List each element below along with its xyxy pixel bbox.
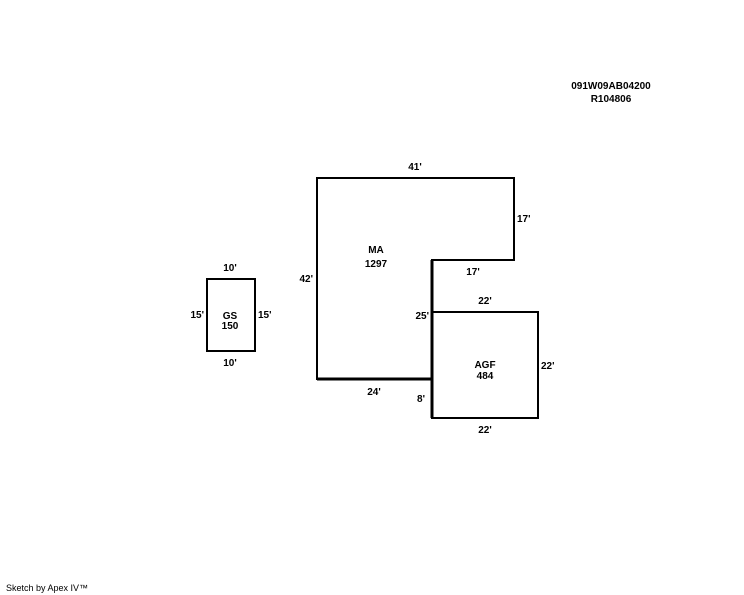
account-id: R104806 — [590, 94, 632, 105]
sketch-credit: Sketch by Apex IV™ — [6, 583, 89, 593]
agf-sqft-label: 484 — [477, 371, 494, 382]
dim-gs-top: 10' — [223, 263, 237, 274]
dim-agf-bottom: 22' — [478, 425, 492, 436]
dim-gs-right: 15' — [258, 310, 272, 321]
ma-code-label: MA — [368, 245, 384, 256]
dim-gs-left: 15' — [190, 310, 204, 321]
dim-ma-right-upper: 17' — [517, 214, 531, 225]
agf-code-label: AGF — [474, 360, 495, 371]
dim-gs-bottom: 10' — [223, 358, 237, 369]
ma-outline — [316, 177, 515, 380]
gs-sqft-label: 150 — [222, 321, 239, 332]
agf-outline — [431, 311, 539, 419]
ma-sqft-label: 1297 — [365, 259, 388, 270]
dim-agf-right: 22' — [541, 361, 555, 372]
dim-ma-left: 42' — [299, 274, 313, 285]
dim-ma-step-horizontal: 17' — [466, 267, 480, 278]
gs-code-label: GS — [223, 311, 238, 322]
dim-ma-inner-vertical: 25' — [415, 311, 429, 322]
dim-ma-top: 41' — [408, 162, 422, 173]
dim-agf-top: 22' — [478, 296, 492, 307]
gs-outline — [206, 278, 256, 352]
parcel-id: 091W09AB04200 — [571, 81, 651, 92]
dim-ma-lower-offset: 8' — [417, 394, 425, 405]
dim-ma-bottom: 24' — [367, 387, 381, 398]
